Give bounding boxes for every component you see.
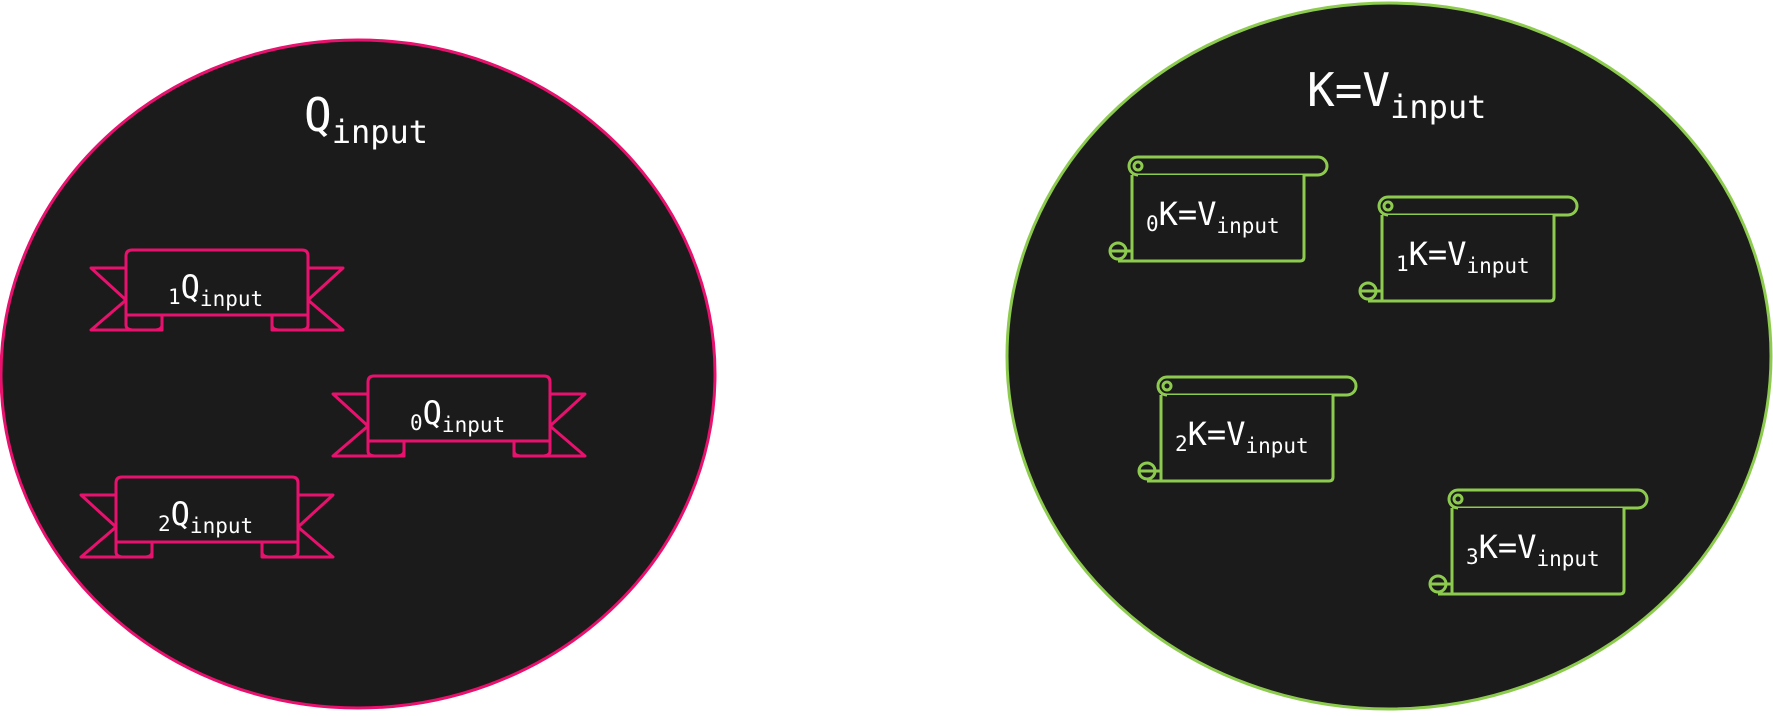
query-banner-2: 2Qinput bbox=[79, 475, 335, 559]
query-banner-label: 0Qinput bbox=[410, 394, 505, 437]
scroll-icon bbox=[1108, 155, 1329, 263]
scroll-icon bbox=[1137, 375, 1358, 483]
kv-scroll-label: 1K=Vinput bbox=[1396, 235, 1530, 278]
scroll-icon bbox=[1358, 195, 1579, 303]
ribbon-banner-icon bbox=[89, 248, 345, 332]
kv-scroll-2: 2K=Vinput bbox=[1137, 375, 1358, 483]
kv-scroll-3: 3K=Vinput bbox=[1428, 488, 1649, 596]
kv-scroll-label: 0K=Vinput bbox=[1146, 195, 1280, 238]
kv-scroll-label: 3K=Vinput bbox=[1466, 528, 1600, 571]
kv-scroll-1: 1K=Vinput bbox=[1358, 195, 1579, 303]
scroll-icon bbox=[1428, 488, 1649, 596]
query-set-title: Qinput bbox=[304, 88, 428, 151]
query-banner-label: 2Qinput bbox=[158, 495, 253, 538]
ribbon-banner-icon bbox=[79, 475, 335, 559]
query-banner-0: 0Qinput bbox=[331, 374, 587, 458]
query-banner-1: 1Qinput bbox=[89, 248, 345, 332]
ribbon-banner-icon bbox=[331, 374, 587, 458]
kv-scroll-0: 0K=Vinput bbox=[1108, 155, 1329, 263]
kv-scroll-label: 2K=Vinput bbox=[1175, 415, 1309, 458]
kv-set-title: K=Vinput bbox=[1307, 63, 1486, 126]
query-banner-label: 1Qinput bbox=[168, 268, 263, 311]
